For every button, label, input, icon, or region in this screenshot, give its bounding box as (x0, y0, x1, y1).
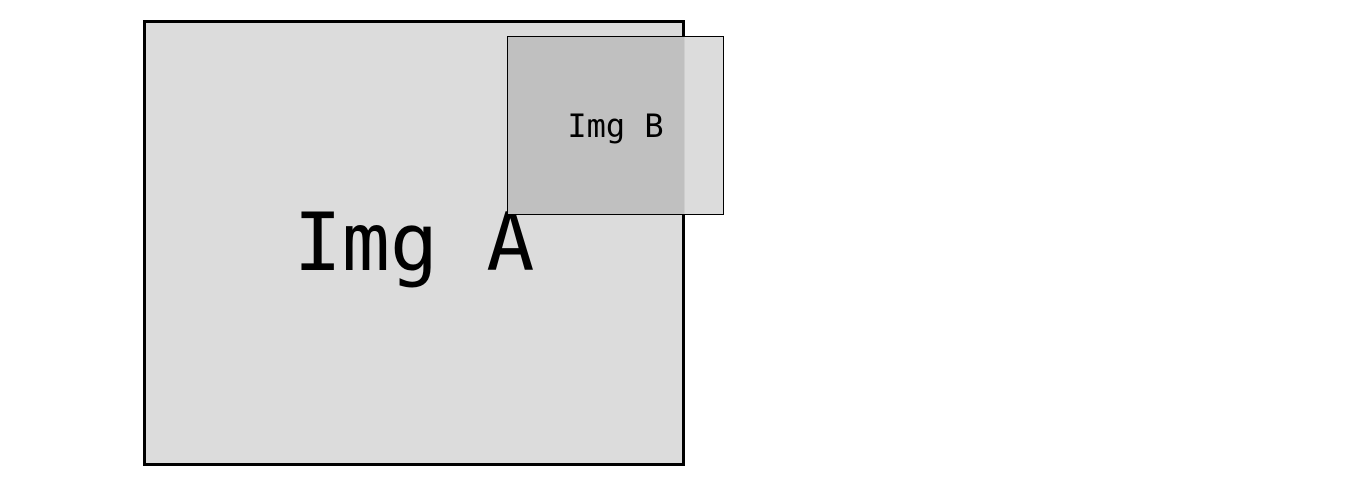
image-b-box: Img B (507, 36, 724, 215)
image-a-label: Img A (293, 196, 535, 289)
image-b-label: Img B (567, 106, 664, 145)
